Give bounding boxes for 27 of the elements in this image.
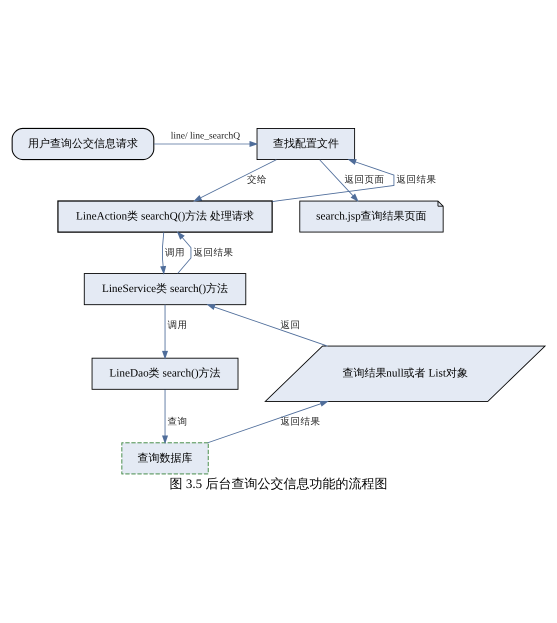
node-box: LineService类 search()方法: [84, 272, 246, 305]
edge-label: 调用: [164, 248, 185, 258]
arrow: [207, 400, 329, 443]
arrow: [319, 158, 359, 202]
arrow: [176, 230, 192, 274]
edge-label: 返回页面: [344, 175, 385, 186]
edge-label: 查询: [168, 417, 188, 428]
edge-label: 返回结果: [193, 248, 234, 258]
node-box: LineAction类 searchQ()方法 处理请求: [57, 200, 273, 232]
arrow: [160, 231, 166, 274]
edge-label: 返回结果: [396, 175, 436, 186]
edge-label: 交给: [247, 175, 268, 186]
node-box: 查询数据库: [121, 442, 209, 474]
arrow: [206, 304, 328, 346]
edge-label: 返回结果: [280, 417, 321, 428]
edge-label: 返回: [280, 320, 301, 330]
arrow: [193, 158, 277, 202]
arrow: [272, 158, 394, 202]
arrow: [162, 304, 168, 359]
caption: 图 3.5 后台查询公交信息功能的流程图: [170, 475, 388, 490]
arrow: [162, 388, 168, 444]
edge-label: 调用: [168, 320, 188, 330]
node-box: 用户查询公交信息请求: [12, 127, 154, 160]
node-box: LineDao类 search()方法: [92, 357, 238, 390]
node-box: 查找配置文件: [256, 128, 356, 160]
edge-label: line/ line_searchQ: [170, 131, 240, 142]
arrow: [154, 140, 258, 147]
